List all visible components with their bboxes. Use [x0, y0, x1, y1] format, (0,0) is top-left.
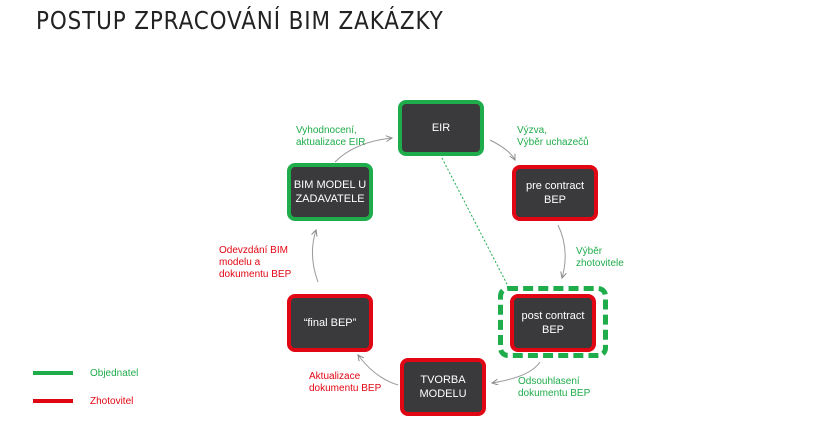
arrow-bim-model-to-eir: [334, 138, 392, 163]
edge-label-vyhodnoceni: Vyhodnocení, aktualizace EIR: [296, 125, 366, 148]
dotted-link-eir-to-post-contract: [441, 157, 511, 291]
edge-label-odevzdani: Odevzdání BIM modelu a dokumentu BEP: [219, 245, 292, 280]
arrow-pre-contract-to-post-contract: [557, 224, 565, 278]
edge-label-vyber-zhotovitele: Výběr zhotovitele: [576, 246, 624, 269]
legend-zhotovitel-swatch: [33, 399, 73, 403]
arrow-final-to-bim-model: [312, 230, 319, 283]
node-final-bep: “final BEP”: [287, 294, 373, 352]
legend-objednatel-label: Objednatel: [90, 368, 139, 379]
node-eir: EIR: [398, 100, 484, 156]
node-tvorba-modelu: TVORBA MODELU: [400, 358, 486, 416]
legend-zhotovitel-label: Zhotovitel: [90, 396, 134, 407]
node-post-contract-bep: post contract BEP: [510, 294, 596, 352]
page-title: POSTUP ZPRACOVÁNÍ BIM ZAKÁZKY: [36, 6, 444, 35]
edge-label-vyzva: Výzva, Výběr uchazečů: [517, 125, 589, 148]
arrow-eir-to-pre-contract: [489, 139, 515, 160]
edge-label-odsouhlaseni: Odsouhlasení dokumentu BEP: [518, 376, 591, 399]
edge-label-aktualizace: Aktualizace dokumentu BEP: [309, 371, 382, 394]
arrow-post-contract-to-tvorba: [492, 361, 541, 383]
legend-objednatel-swatch: [33, 371, 73, 375]
highlight-frame: [498, 286, 608, 358]
node-pre-contract-bep: pre contract BEP: [512, 165, 598, 221]
node-bim-model-u-zadavatele: BIM MODEL U ZADAVATELE: [287, 163, 373, 221]
arrow-tvorba-to-final: [358, 355, 399, 386]
